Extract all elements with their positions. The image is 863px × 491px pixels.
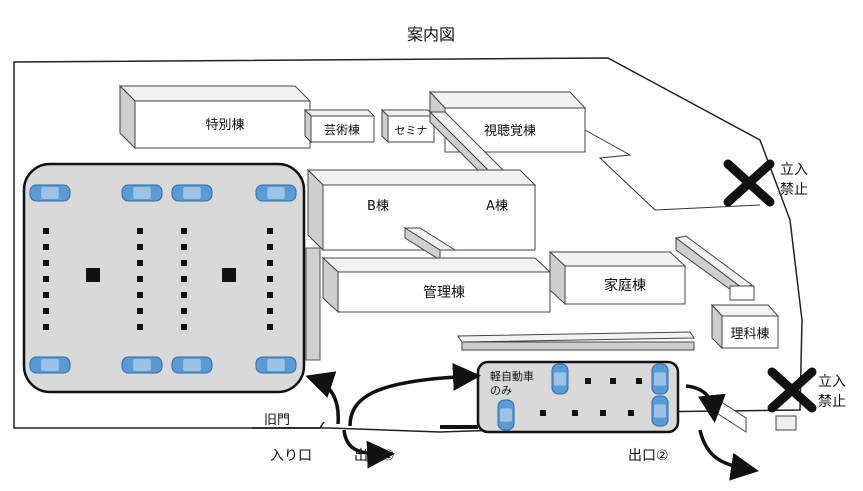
parking-space-mark xyxy=(137,260,143,266)
no-entry-label-1: 立入 xyxy=(818,374,846,390)
building-label-a: A棟 xyxy=(486,199,508,214)
building-tokubetsu: 特別棟 xyxy=(118,84,312,150)
parking-space-mark xyxy=(181,324,187,330)
parking-space-mark xyxy=(43,276,49,282)
old-gate-label: 旧門 xyxy=(264,413,290,428)
parking-space-mark xyxy=(137,324,143,330)
car-icon xyxy=(171,356,213,374)
car-icon xyxy=(29,184,71,202)
parking-space-mark xyxy=(267,324,273,330)
car-icon xyxy=(651,363,669,395)
no-entry-label-1: 立入 xyxy=(780,162,808,178)
parking-space-mark xyxy=(137,292,143,298)
parking-space-mark xyxy=(636,378,642,384)
exit-1-arrow xyxy=(342,429,395,469)
parking-space-mark xyxy=(181,292,187,298)
building-label: 管理棟 xyxy=(423,285,465,301)
car-icon xyxy=(121,184,163,202)
car-icon xyxy=(121,356,163,374)
building-label: 理科棟 xyxy=(730,327,769,342)
car-icon xyxy=(497,399,515,431)
parking-space-mark xyxy=(137,308,143,314)
car-icon xyxy=(651,395,669,427)
parking-space-mark xyxy=(267,260,273,266)
parking-space-mark xyxy=(267,276,273,282)
main-parking-lot xyxy=(22,162,321,394)
parking-space-mark xyxy=(137,276,143,282)
parking-space-mark xyxy=(572,410,578,416)
parking-space-mark xyxy=(43,308,49,314)
building-geijutsu: 芸術棟 xyxy=(303,108,376,144)
parking-space-mark xyxy=(43,292,49,298)
parking-space-mark xyxy=(43,260,49,266)
long-covered-walkway xyxy=(457,331,695,351)
gate-post xyxy=(775,415,797,431)
building-label: 特別棟 xyxy=(205,118,244,133)
parking-space-mark xyxy=(628,410,634,416)
map-title: 案内図 xyxy=(407,25,455,44)
kei-lot-label-1: 軽自動車 xyxy=(490,369,534,383)
parking-space-mark xyxy=(181,308,187,314)
no-entry-mark-north: 立入 禁止 xyxy=(723,159,808,207)
entrance-label: 入り口 xyxy=(270,448,312,464)
parking-space-mark xyxy=(610,378,616,384)
parking-space-mark xyxy=(585,378,591,384)
old-gate-line xyxy=(252,421,325,429)
building-shichokaku: 視聴覚棟 xyxy=(428,90,587,184)
parking-space-mark xyxy=(137,244,143,250)
car-icon xyxy=(29,356,71,374)
corridor-connector xyxy=(403,227,457,261)
parking-space-mark xyxy=(181,276,187,282)
parking-space-mark xyxy=(267,228,273,234)
parking-space-mark xyxy=(267,308,273,314)
parking-space-mark xyxy=(600,410,606,416)
parking-space-mark xyxy=(137,228,143,234)
exit-2-arrow-down xyxy=(685,384,726,423)
parking-space-mark xyxy=(43,228,49,234)
car-icon xyxy=(255,184,297,202)
exit-2-label: 出口② xyxy=(628,448,669,464)
building-katei: 家庭棟 xyxy=(548,250,687,306)
no-entry-mark-south: 立入 禁止 xyxy=(767,367,846,413)
no-entry-label-2: 禁止 xyxy=(818,394,846,410)
no-entry-label-2: 禁止 xyxy=(780,182,808,198)
route-arrows xyxy=(305,362,759,481)
building-rika: 理科棟 xyxy=(710,303,780,350)
building-east-wing xyxy=(674,235,755,301)
area-outline xyxy=(584,129,761,211)
car-icon xyxy=(171,184,213,202)
building-label: 家庭棟 xyxy=(604,277,646,294)
parking-space-mark xyxy=(43,324,49,330)
parking-space-mark xyxy=(43,244,49,250)
kei-car-parking-lot: 軽自動車 のみ xyxy=(476,360,680,434)
to-kei-lot-arrow xyxy=(348,362,481,427)
parking-space-mark xyxy=(540,410,546,416)
entrance-arrow xyxy=(305,371,340,425)
exit-2-arrow-out xyxy=(698,429,759,481)
car-icon xyxy=(255,356,297,374)
building-semina: セミナ xyxy=(380,108,436,144)
parking-space-mark xyxy=(181,260,187,266)
building-label-b: B棟 xyxy=(367,199,389,214)
parking-space-mark xyxy=(267,292,273,298)
building-label: 視聴覚棟 xyxy=(484,124,536,139)
parking-space-mark xyxy=(267,244,273,250)
car-icon xyxy=(551,363,569,395)
building-label: 芸術棟 xyxy=(324,122,360,137)
building-label: セミナ xyxy=(395,124,428,137)
parking-space-mark xyxy=(181,228,187,234)
building-kanri: 管理棟 xyxy=(321,256,552,314)
parking-space-mark xyxy=(181,244,187,250)
kei-lot-label-2: のみ xyxy=(490,384,512,397)
building-ab: B棟 A棟 xyxy=(306,168,537,252)
